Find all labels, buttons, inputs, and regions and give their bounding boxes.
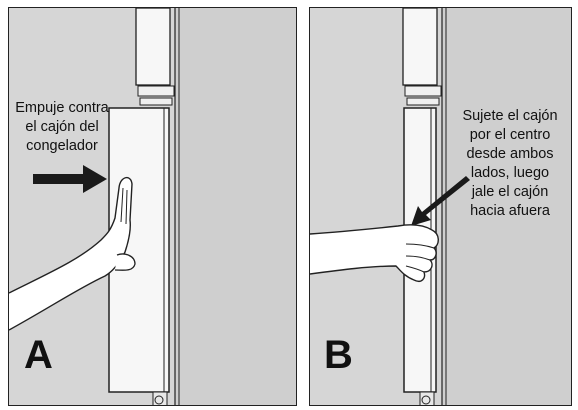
freezer-drawer [108, 107, 170, 393]
panel-b-illustration [310, 8, 571, 405]
instruction-b: Sujete el cajón por el centro desde ambo… [462, 108, 558, 219]
roller-foot [152, 391, 168, 405]
hand-arm [9, 177, 133, 331]
panel-label-a: A [24, 333, 53, 377]
instruction-a: Empuje contra el cajón del congelador [15, 100, 109, 154]
panel-b [309, 7, 572, 406]
thumb [114, 253, 136, 271]
fridge-side [442, 8, 571, 405]
fridge-side [175, 8, 296, 405]
panel-label-b: B [324, 333, 353, 377]
grip-arrow [411, 176, 470, 226]
push-arrow [33, 165, 107, 193]
panel-a [8, 7, 297, 406]
hand-arm [310, 224, 439, 282]
upper-door [402, 8, 438, 86]
roller-foot [419, 391, 435, 405]
panel-a-illustration [9, 8, 296, 405]
upper-door [135, 8, 171, 86]
